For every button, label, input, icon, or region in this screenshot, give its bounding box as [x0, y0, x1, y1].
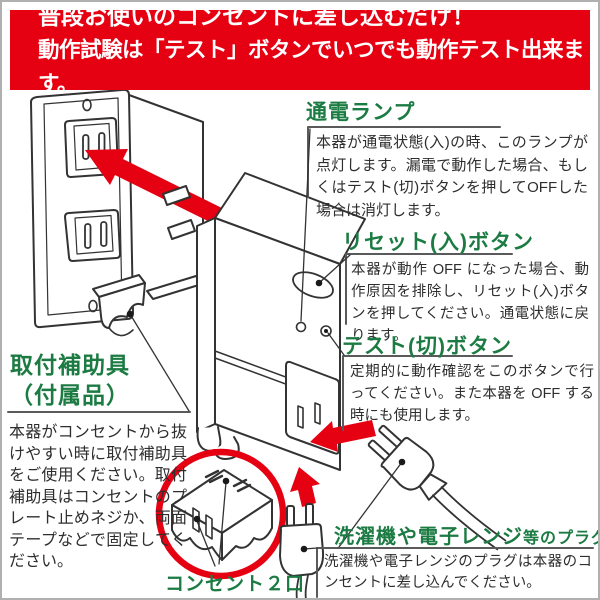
red-arrow-into-device-icon: [310, 420, 376, 452]
headline-banner: 普段お使いのコンセントに差し込むだけ！ 動作試験は「テスト」ボタンでいつでも動作…: [10, 3, 590, 96]
reset-button-description: 本器が動作 OFF になった場合、動作原因を排除し、リセット(入)ボタンを押して…: [351, 262, 589, 344]
lamp-heading: 通電ランプ: [306, 101, 416, 124]
mounting-aid-heading-line2: （付属品）: [10, 382, 130, 408]
headline-line1: 普段お使いのコンセントに差し込むだけ！: [38, 3, 475, 29]
mounting-aid-heading-line1: 取付補助具: [10, 352, 130, 378]
mounting-aid-bracket-illustration: [92, 274, 203, 337]
appliance-plug-heading: 洗濯機や電子レンジ等のプラグ: [334, 520, 600, 549]
red-arrow-up-icon: [290, 467, 320, 507]
mounting-aid-description: 本器がコンセントから抜けやすい時に取付補助具をご使用ください。取付補助具はコンセ…: [9, 424, 187, 570]
leader-dots: [126, 279, 406, 553]
test-button-heading: テスト(切)ボタン: [342, 335, 512, 358]
appliance-plug-description: 洗濯機や電子レンジのプラグは本器のコンセントに差し込んでください。: [324, 554, 592, 591]
leader-lines: [129, 128, 403, 567]
outlet2-closeup-illustration: [155, 448, 287, 580]
appliance-plug-heading-sub: 等のプラグ: [523, 530, 600, 547]
appliance-plug-heading-main: 洗濯機や電子レンジ: [334, 526, 523, 548]
reset-button-heading: リセット(入)ボタン: [342, 231, 534, 254]
lamp-description: 本器が通電状態(入)の時、このランプが点灯します。漏電で動作した場合、もしくはテ…: [316, 134, 588, 219]
headline-line2: 動作試験は「テスト」ボタンでいつでも動作テスト出来ます。: [38, 38, 585, 96]
mounting-aid-heading: 取付補助具 （付属品）: [10, 350, 130, 410]
test-button-description: 定期的に動作確認をこのボタンで行ってください。また本器を OFF する時にも使用…: [350, 364, 594, 424]
outlet2-label: コンセント２口: [165, 574, 306, 595]
power-lamp: [295, 321, 307, 333]
socket-slot: [100, 221, 108, 247]
magnifier-red-circle: [155, 448, 287, 580]
socket-slot: [84, 223, 92, 249]
socket-slot: [82, 134, 90, 160]
appliance-plug-corded-illustration: [367, 424, 507, 551]
red-arrow-into-outlet-icon: [85, 149, 236, 231]
breaker-device-illustration: [162, 172, 366, 471]
